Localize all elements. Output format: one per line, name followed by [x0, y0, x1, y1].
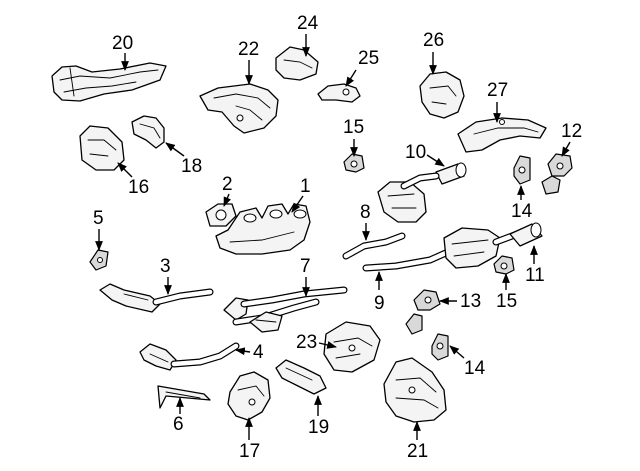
part-18-heat-shield: [131, 115, 165, 149]
callout-11: 11: [525, 245, 545, 286]
svg-text:4: 4: [253, 342, 264, 363]
part-26-heat-shield: [419, 71, 465, 119]
svg-text:21: 21: [407, 441, 428, 462]
svg-text:5: 5: [93, 208, 104, 229]
svg-text:17: 17: [239, 441, 260, 462]
svg-text:9: 9: [374, 293, 385, 314]
svg-text:6: 6: [173, 414, 184, 435]
callout-16: 16: [117, 162, 149, 198]
svg-text:23: 23: [296, 332, 317, 353]
svg-text:12: 12: [561, 121, 582, 142]
callout-21: 21: [407, 421, 428, 462]
callout-22: 22: [238, 39, 259, 85]
callout-23: 23: [296, 332, 337, 353]
callout-26: 26: [423, 30, 444, 75]
svg-text:1: 1: [300, 176, 311, 197]
callout-10: 10: [405, 142, 445, 167]
callout-27: 27: [487, 80, 508, 123]
callout-15-upper: 15: [343, 117, 364, 157]
part-17-heat-shield: [227, 371, 271, 421]
part-19-heat-shield: [275, 359, 327, 395]
svg-text:20: 20: [112, 33, 133, 54]
svg-text:15: 15: [496, 291, 517, 312]
svg-text:14: 14: [464, 358, 486, 379]
part-10-tail-pipe-tip: [435, 162, 467, 185]
part-2-gasket: [205, 203, 237, 227]
callout-1: 1: [291, 176, 311, 213]
svg-text:10: 10: [405, 142, 426, 163]
part-20-heat-shield: [51, 62, 167, 102]
callout-8: 8: [360, 202, 371, 241]
part-23-heat-shield: [323, 321, 381, 373]
svg-text:11: 11: [525, 265, 545, 286]
part-12-hanger: [541, 153, 573, 195]
svg-text:27: 27: [487, 80, 508, 101]
svg-text:15: 15: [343, 117, 364, 138]
callout-6: 6: [173, 397, 184, 435]
callout-17: 17: [239, 417, 260, 462]
part-16-heat-shield: [79, 125, 125, 171]
callout-7: 7: [300, 256, 311, 297]
svg-text:2: 2: [222, 174, 233, 195]
callout-12: 12: [561, 121, 582, 157]
callout-9: 9: [374, 271, 385, 314]
callout-4: 4: [235, 342, 264, 363]
svg-text:14: 14: [511, 201, 533, 222]
part-25-bracket: [317, 83, 361, 103]
part-14-lower-isolator: [431, 333, 449, 361]
svg-text:3: 3: [160, 256, 171, 277]
callout-14-lower: 14: [449, 345, 486, 379]
part-7-y-pipe: [223, 286, 348, 333]
callout-13: 13: [439, 291, 481, 312]
svg-text:24: 24: [297, 13, 319, 34]
callout-20: 20: [112, 33, 133, 71]
part-1-exhaust-manifold: [215, 203, 311, 255]
svg-text:18: 18: [181, 156, 202, 177]
part-4-front-pipe: [139, 342, 240, 371]
part-11-tail-pipe: [509, 222, 543, 247]
callout-5: 5: [93, 208, 104, 251]
svg-text:19: 19: [308, 417, 329, 438]
callout-18: 18: [165, 142, 202, 177]
callout-2: 2: [222, 174, 233, 207]
callout-15-lower: 15: [496, 273, 517, 312]
part-13-hanger-bracket: [405, 289, 441, 335]
callout-3: 3: [160, 256, 172, 295]
svg-text:26: 26: [423, 30, 444, 51]
callout-19: 19: [308, 395, 329, 438]
svg-text:16: 16: [128, 177, 149, 198]
callout-14-upper: 14: [511, 185, 533, 222]
part-21-heat-shield: [383, 357, 447, 423]
svg-text:8: 8: [360, 202, 371, 223]
svg-text:13: 13: [460, 291, 481, 312]
part-24-heat-shield: [275, 46, 319, 81]
svg-text:25: 25: [358, 48, 379, 69]
part-8-intermediate-pipe-and-muffler: [342, 172, 440, 260]
callout-24: 24: [297, 13, 319, 57]
part-27-heat-shield: [457, 117, 547, 153]
part-15-upper-hanger: [343, 153, 365, 173]
part-15-lower-hanger: [493, 255, 515, 275]
part-5-bracket: [89, 249, 109, 271]
part-14-upper-isolator: [513, 155, 531, 185]
part-22-heat-shield: [199, 83, 279, 134]
part-6-bracket: [157, 385, 211, 409]
part-3-front-pipe-converter: [99, 283, 214, 313]
svg-text:22: 22: [238, 39, 259, 60]
callout-25: 25: [345, 48, 379, 87]
svg-text:7: 7: [300, 256, 311, 277]
